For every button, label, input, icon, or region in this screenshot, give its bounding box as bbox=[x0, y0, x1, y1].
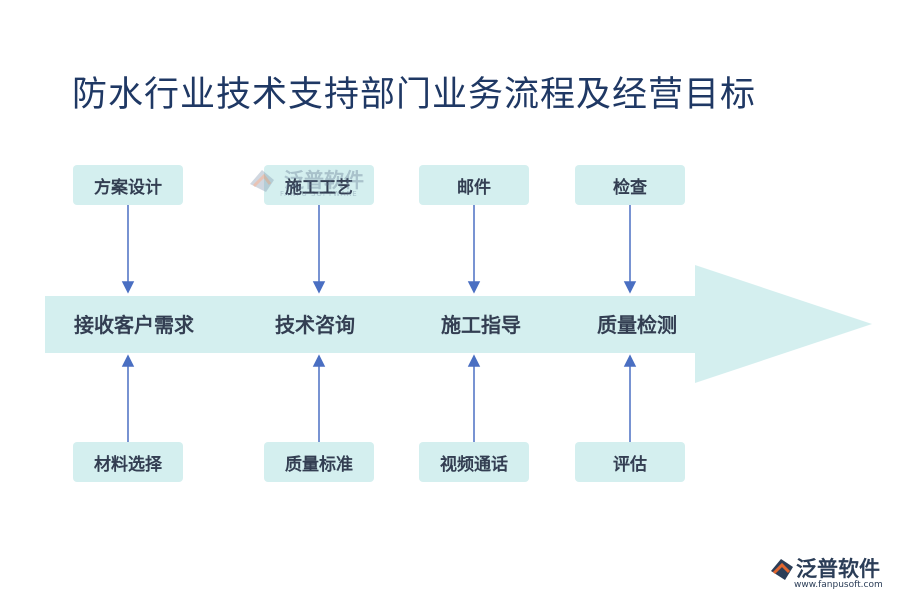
brand-logo: 泛普软件 www.fanpusoft.com bbox=[768, 553, 896, 597]
arrowhead-up-3 bbox=[467, 354, 481, 367]
brand-name: 泛普软件 bbox=[796, 557, 880, 581]
arrowhead-down-4 bbox=[623, 281, 637, 294]
bottom-box-4: 评估 bbox=[575, 442, 685, 482]
brand-logo-icon bbox=[771, 559, 793, 580]
stage-3: 施工指导 bbox=[441, 312, 521, 337]
arrowhead-up-2 bbox=[312, 354, 326, 367]
arrowhead-up-4 bbox=[623, 354, 637, 367]
bottom-box-2: 质量标准 bbox=[264, 442, 374, 482]
stage-4: 质量检测 bbox=[597, 312, 677, 337]
arrowhead-down-3 bbox=[467, 281, 481, 294]
top-box-4: 检查 bbox=[575, 165, 685, 205]
top-box-2: 施工工艺 bbox=[264, 165, 374, 205]
top-box-1: 方案设计 bbox=[73, 165, 183, 205]
stage-1: 接收客户需求 bbox=[74, 312, 194, 337]
arrowhead-down-2 bbox=[312, 281, 326, 294]
main-arrow bbox=[45, 265, 872, 383]
top-box-3: 邮件 bbox=[419, 165, 529, 205]
page-title: 防水行业技术支持部门业务流程及经营目标 bbox=[72, 75, 757, 115]
stage-2: 技术咨询 bbox=[275, 312, 355, 337]
arrowhead-down-1 bbox=[121, 281, 135, 294]
bottom-box-3: 视频通话 bbox=[419, 442, 529, 482]
brand-url: www.fanpusoft.com bbox=[794, 580, 883, 590]
bottom-box-1: 材料选择 bbox=[73, 442, 183, 482]
arrowhead-up-1 bbox=[121, 354, 135, 367]
